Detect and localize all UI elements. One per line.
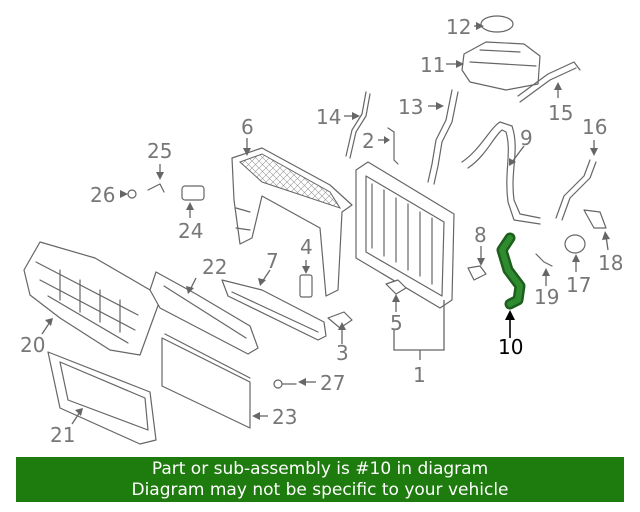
- part-23-air-duct[interactable]: [161, 333, 251, 429]
- part-16-pipe[interactable]: [555, 159, 597, 221]
- callout-24: 24: [178, 219, 203, 243]
- callout-12: 12: [446, 15, 471, 39]
- part-3-clip[interactable]: [327, 311, 353, 329]
- callout-26: 26: [90, 183, 115, 207]
- info-banner: Part or sub-assembly is #10 in diagram D…: [16, 457, 624, 502]
- callout-18: 18: [598, 251, 623, 275]
- part-22-air-guide[interactable]: [149, 271, 259, 355]
- callout-22: 22: [202, 255, 227, 279]
- part-24-clip[interactable]: [181, 185, 205, 201]
- part-20-grille-carrier[interactable]: [23, 241, 161, 356]
- callout-6: 6: [241, 115, 254, 139]
- callout-9: 9: [520, 126, 533, 150]
- callout-2: 2: [362, 129, 375, 153]
- part-21-lower-frame[interactable]: [47, 351, 157, 445]
- part-15-pipe[interactable]: [517, 61, 581, 103]
- part-2-bracket[interactable]: [387, 127, 399, 165]
- part-25-clip[interactable]: [147, 183, 165, 193]
- part-8-connector[interactable]: [467, 265, 487, 281]
- part-4-bracket[interactable]: [299, 274, 313, 298]
- callout-11: 11: [420, 53, 445, 77]
- callout-3: 3: [336, 341, 349, 365]
- part-12-tank-cap[interactable]: [480, 15, 514, 33]
- callout-14: 14: [316, 105, 341, 129]
- callout-16: 16: [582, 115, 607, 139]
- callout-10-highlighted[interactable]: 10: [498, 335, 523, 359]
- part-27-bolt[interactable]: [273, 379, 297, 389]
- banner-line-1: Part or sub-assembly is #10 in diagram: [151, 459, 489, 479]
- parts-diagram: 1 2 3 4 5 6 7 8 9 10 11 12 13 14 15 16 1…: [20, 15, 623, 447]
- part-11-expansion-tank[interactable]: [461, 41, 541, 91]
- callout-19: 19: [534, 285, 559, 309]
- part-14-hose[interactable]: [345, 91, 371, 159]
- callout-27: 27: [320, 371, 345, 395]
- part-17-pump[interactable]: [564, 234, 586, 254]
- part-18-bracket[interactable]: [583, 209, 607, 229]
- callout-13: 13: [398, 95, 423, 119]
- callout-8: 8: [474, 223, 487, 247]
- part-19-clip[interactable]: [535, 253, 553, 267]
- callout-21: 21: [50, 423, 75, 447]
- callout-4: 4: [300, 235, 313, 259]
- callout-5: 5: [390, 311, 403, 335]
- part-1-radiator[interactable]: [355, 161, 455, 309]
- callout-23: 23: [272, 405, 297, 429]
- callout-20: 20: [20, 333, 45, 357]
- part-7-air-guide[interactable]: [221, 279, 327, 341]
- part-9-upper-hose[interactable]: [461, 121, 541, 225]
- callout-labels: 1 2 3 4 5 6 7 8 9 10 11 12 13 14 15 16 1…: [20, 15, 623, 447]
- part-10-coolant-hose[interactable]: [496, 232, 526, 310]
- callout-15: 15: [548, 101, 573, 125]
- callout-25: 25: [147, 139, 172, 163]
- callout-1: 1: [413, 363, 426, 387]
- part-6-support-frame[interactable]: [231, 147, 353, 297]
- leader-lines: [41, 22, 610, 425]
- part-13-hose[interactable]: [427, 89, 459, 185]
- part-5-sensor[interactable]: [385, 279, 407, 295]
- callout-17: 17: [566, 273, 591, 297]
- banner-line-2: Diagram may not be specific to your vehi…: [131, 480, 509, 500]
- part-26-bolt[interactable]: [127, 189, 137, 199]
- callout-7: 7: [266, 249, 279, 273]
